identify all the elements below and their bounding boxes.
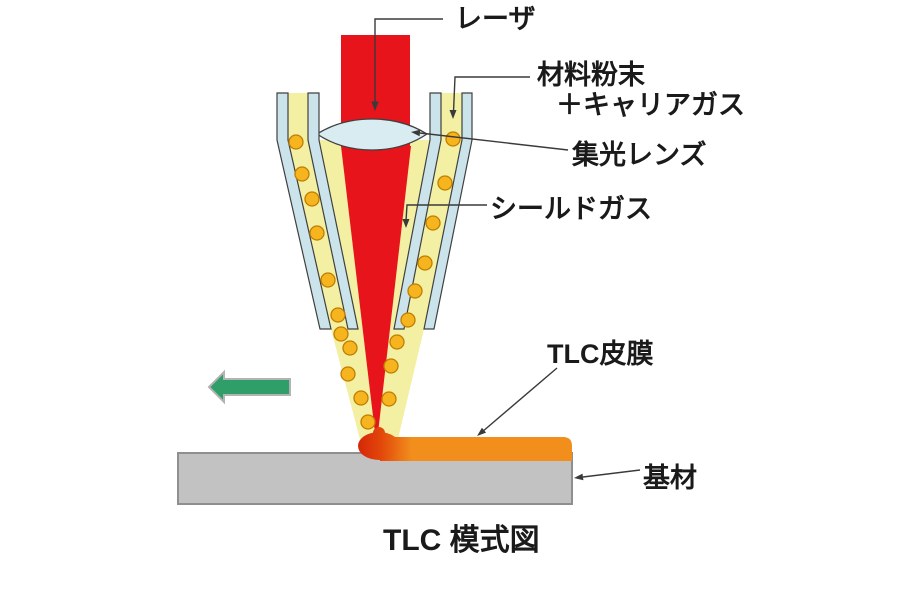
- label-powder-line2: ＋キャリアガス: [556, 90, 745, 120]
- powder-channel-left: [288, 93, 348, 329]
- leader-coating: [481, 367, 558, 433]
- diagram-caption: TLC 模式図: [383, 524, 540, 557]
- nozzle-inner-wall-right: [393, 92, 442, 330]
- leader-lens: [419, 132, 569, 151]
- leader-substrate: [582, 469, 641, 478]
- powder-channel-right: [404, 93, 462, 329]
- arrowhead-coating-icon: [477, 427, 487, 436]
- powder-particles: [288, 131, 461, 430]
- label-powder-line1: 材料粉末: [537, 60, 645, 90]
- arrowhead-laser-icon: [371, 101, 379, 111]
- leader-shield-gas: [405, 204, 487, 222]
- arrowhead-powder-icon: [449, 110, 457, 119]
- arrowhead-lens-icon: [411, 129, 421, 137]
- nozzle-outer-wall-right: [423, 92, 473, 330]
- arrowhead-substrate-icon: [574, 473, 584, 481]
- label-lens: 集光レンズ: [571, 139, 706, 170]
- label-laser: レーザ: [455, 4, 535, 34]
- label-substrate: 基材: [643, 463, 697, 493]
- leader-powder: [452, 76, 530, 113]
- label-shield-gas: シールドガス: [490, 194, 652, 224]
- laser-beam-focused-cone: [341, 146, 411, 433]
- clad-layer: [380, 437, 572, 461]
- label-coating: TLC皮膜: [547, 339, 653, 369]
- travel-direction-arrow-icon: [207, 369, 291, 405]
- leader-lines: [371, 18, 641, 481]
- melt-pool: [358, 427, 400, 460]
- nozzle-outer-wall-left: [276, 92, 332, 330]
- arrowhead-shield-gas-icon: [402, 219, 410, 228]
- leader-laser: [374, 18, 443, 103]
- nozzle-inner-wall-left: [307, 92, 359, 330]
